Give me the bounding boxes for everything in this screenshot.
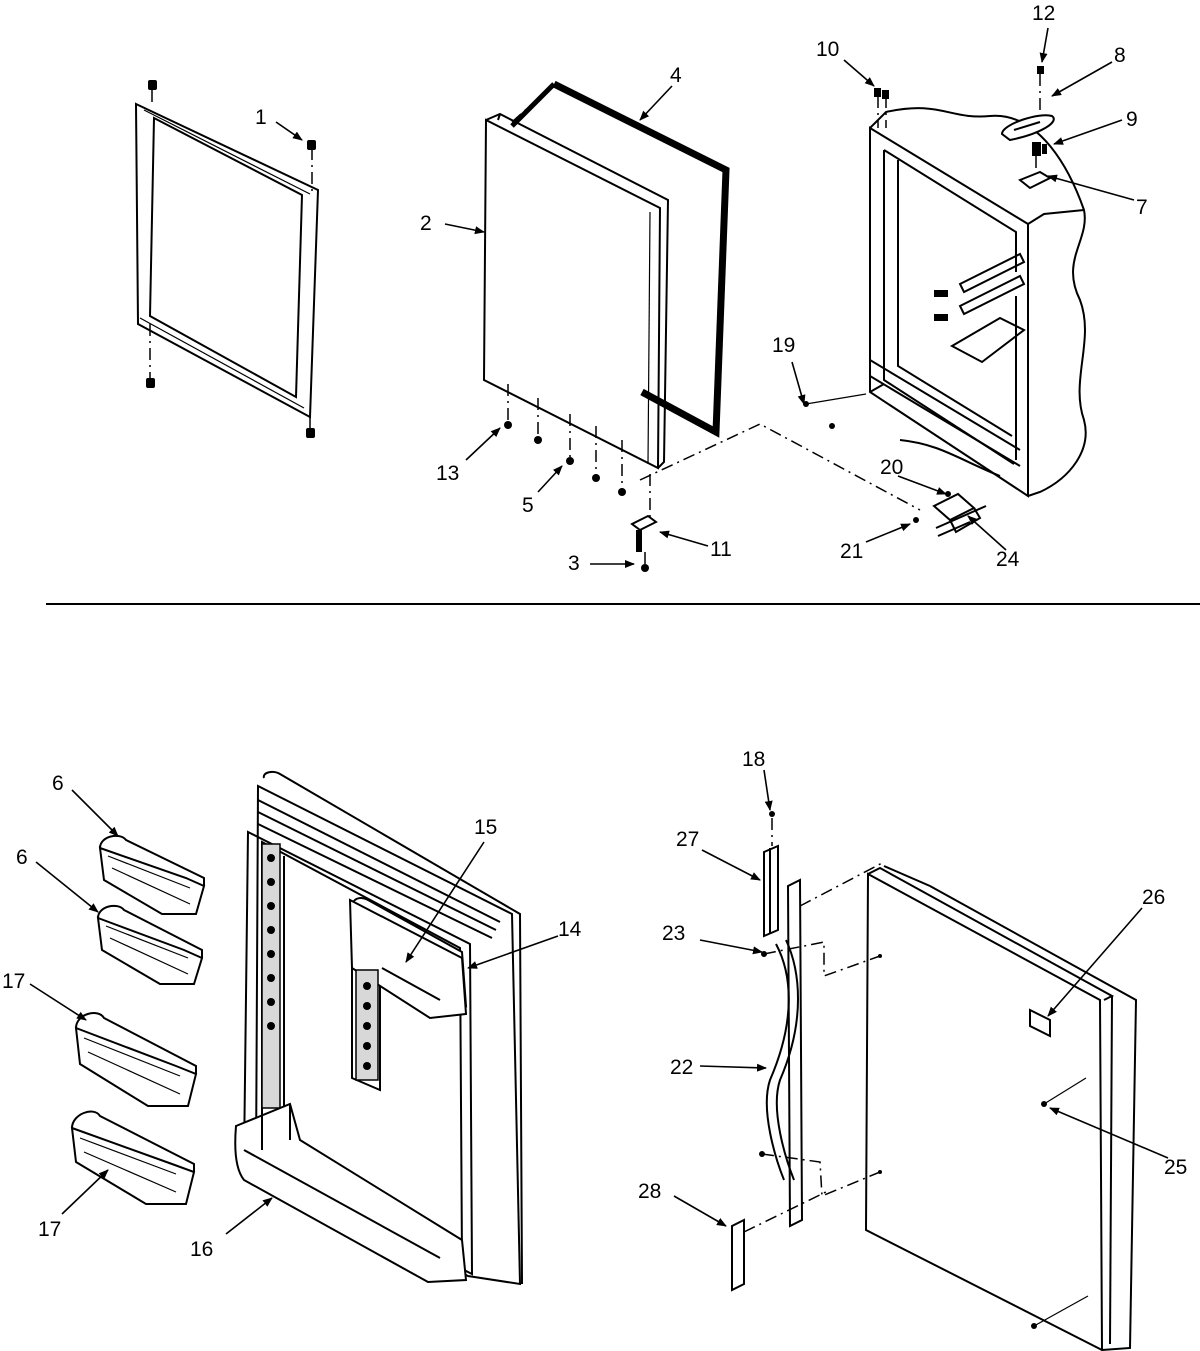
door-bin-6a xyxy=(98,834,206,915)
refrigerator-door-outer xyxy=(864,865,1138,1351)
callout-17a: 17 xyxy=(2,970,25,993)
callout-14: 14 xyxy=(558,918,582,941)
callout-1: 1 xyxy=(255,106,267,129)
freezer-door-frame xyxy=(134,80,320,438)
door-bin-17a xyxy=(74,1012,198,1107)
door-handle-assembly xyxy=(731,811,885,1292)
freezer-door-panel xyxy=(482,112,670,470)
callout-7: 7 xyxy=(1136,196,1148,219)
callout-22: 22 xyxy=(670,1056,693,1079)
callout-labels: 1 2 3 4 5 6 6 7 8 9 10 11 12 13 14 15 16… xyxy=(2,2,1187,1261)
refrigerator-door-inner xyxy=(234,770,523,1286)
door-bin-17b xyxy=(70,1110,196,1205)
top-hinge-assembly xyxy=(1000,66,1055,190)
callout-15: 15 xyxy=(474,816,497,839)
dairy-holes xyxy=(363,982,371,1070)
callout-2: 2 xyxy=(420,212,432,235)
callout-16: 16 xyxy=(190,1238,213,1261)
callout-4: 4 xyxy=(670,64,682,87)
callout-23: 23 xyxy=(662,922,685,945)
callout-12: 12 xyxy=(1032,2,1055,25)
callout-20: 20 xyxy=(880,456,903,479)
door-bins xyxy=(70,834,206,1205)
lower-hinge xyxy=(630,474,658,572)
door-bin-6b xyxy=(96,904,204,985)
callout-9: 9 xyxy=(1126,108,1138,131)
callout-19: 19 xyxy=(772,334,795,357)
callout-8: 8 xyxy=(1114,44,1126,67)
door-gasket xyxy=(510,80,730,438)
callout-25: 25 xyxy=(1164,1156,1187,1179)
refrigerator-cabinet xyxy=(803,88,1087,498)
callout-17b: 17 xyxy=(38,1218,61,1241)
callout-11: 11 xyxy=(710,538,732,561)
callout-13: 13 xyxy=(436,462,459,485)
door-shelf-holes xyxy=(267,854,275,1030)
callout-27: 27 xyxy=(676,828,699,851)
callout-26: 26 xyxy=(1142,886,1165,909)
door-bottom-plugs xyxy=(504,384,626,496)
callout-24: 24 xyxy=(996,548,1020,571)
callout-6a: 6 xyxy=(52,772,64,795)
bottom-hinge-bracket xyxy=(913,491,987,537)
callout-10: 10 xyxy=(816,38,839,61)
callout-28: 28 xyxy=(638,1180,661,1203)
callout-18: 18 xyxy=(742,748,765,771)
callout-3: 3 xyxy=(568,552,580,575)
callout-21: 21 xyxy=(840,540,863,563)
callout-6b: 6 xyxy=(16,846,28,869)
callout-leaders xyxy=(29,27,1169,1235)
callout-5: 5 xyxy=(522,494,534,517)
